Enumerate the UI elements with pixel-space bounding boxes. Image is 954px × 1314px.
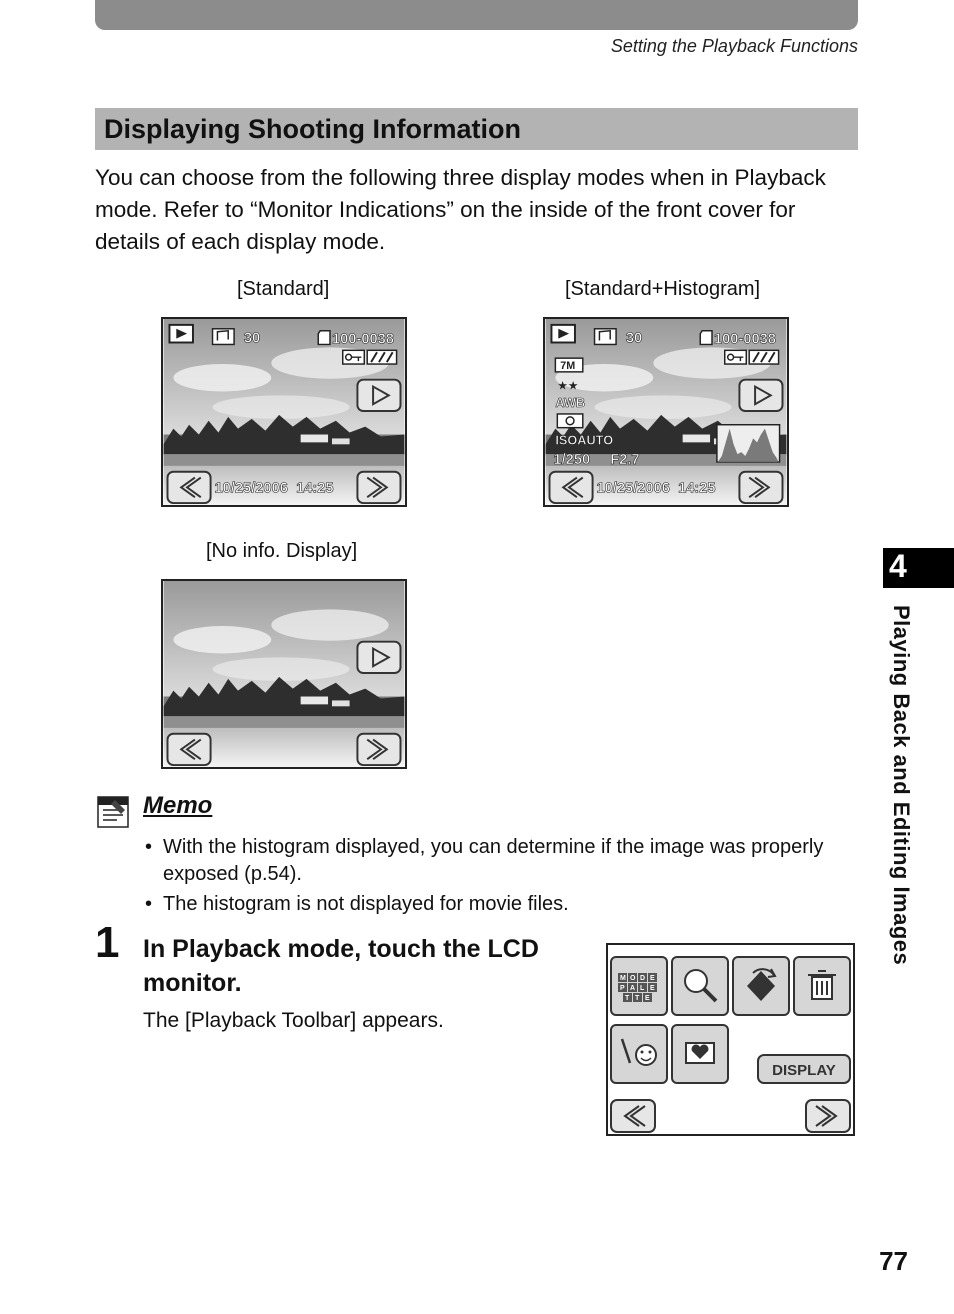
playback-mode-icon xyxy=(168,323,194,344)
datetime-text: 10/25/2006 14:25 xyxy=(214,480,333,496)
drawing-button[interactable] xyxy=(610,1024,668,1084)
memo-bullet-text: The histogram is not displayed for movie… xyxy=(163,893,569,915)
chapter-tab xyxy=(883,548,954,588)
lcd-histogram: 30 100-0038 7M ★★ AWB ISOAUTO 1/250 F2.7 xyxy=(543,317,789,507)
previous-arrow-icon xyxy=(548,470,594,505)
intro-paragraph: You can choose from the following three … xyxy=(95,165,826,254)
memo-title: Memo xyxy=(143,792,213,819)
lcd-standard: 30 100-0038 10/25/2006 14:25 xyxy=(161,317,407,507)
file-number-text: 100-0038 xyxy=(332,331,394,347)
next-arrow-icon xyxy=(805,1099,851,1133)
svg-text:E: E xyxy=(650,975,655,982)
play-button-icon xyxy=(738,378,784,413)
chapter-number: 4 xyxy=(889,548,907,584)
svg-text:A: A xyxy=(630,985,635,992)
protect-key-icon xyxy=(724,349,748,365)
aperture-text: F2.7 xyxy=(610,452,639,468)
section-title: Displaying Shooting Information xyxy=(104,114,521,144)
step-title: In Playback mode, touch the LCD monitor. xyxy=(143,935,539,997)
iso-text: ISOAUTO xyxy=(555,432,613,447)
favorite-button[interactable] xyxy=(671,1024,729,1084)
voice-memo-icon xyxy=(593,328,617,346)
svg-text:O: O xyxy=(630,975,636,982)
metering-icon xyxy=(556,413,584,429)
mode-palette-button[interactable]: M O D E P A L E T T E xyxy=(610,956,668,1016)
chapter-title: Playing Back and Editing Images xyxy=(889,605,914,966)
next-arrow-icon xyxy=(356,732,402,767)
caption-histogram: [Standard+Histogram] xyxy=(565,278,761,300)
header-bar xyxy=(95,0,858,30)
step-number: 1 xyxy=(95,918,120,967)
file-number-text: 100-0038 xyxy=(714,331,776,347)
step-description: The [Playback Toolbar] appears. xyxy=(143,1009,444,1032)
lcd-histogram-svg: 30 100-0038 7M ★★ AWB ISOAUTO 1/250 F2.7 xyxy=(545,319,787,505)
svg-text:P: P xyxy=(620,985,625,992)
caption-standard: [Standard] xyxy=(237,278,330,300)
play-button-icon xyxy=(356,640,402,675)
memory-card-icon xyxy=(317,330,331,346)
previous-arrow-icon xyxy=(166,470,212,505)
lcd-noinfo-svg xyxy=(163,581,405,767)
svg-text:D: D xyxy=(640,975,645,982)
display-button[interactable]: DISPLAY xyxy=(757,1054,851,1084)
resolution-text: 7M xyxy=(560,360,575,372)
memo-bullet-2: •The histogram is not displayed for movi… xyxy=(145,891,860,918)
caption-noinfo: [No info. Display] xyxy=(206,540,358,562)
battery-icon xyxy=(366,349,398,365)
voice-memo-icon xyxy=(211,328,235,346)
delete-button[interactable] xyxy=(793,956,851,1016)
protect-key-icon xyxy=(342,349,366,365)
playback-toolbar-screen: M O D E P A L E T T E xyxy=(606,943,855,1136)
brush-face-icon xyxy=(620,1038,657,1066)
lcd-noinfo xyxy=(161,579,407,769)
resolution-badge xyxy=(554,357,584,373)
histogram-graph xyxy=(716,423,781,463)
playback-mode-icon xyxy=(550,323,576,344)
svg-text:L: L xyxy=(640,985,645,992)
counter-text: 30 xyxy=(626,330,642,346)
svg-text:T: T xyxy=(635,995,640,1002)
heart-icon xyxy=(685,1042,715,1064)
counter-text: 30 xyxy=(244,330,260,346)
shutter-speed-text: 1/250 xyxy=(553,452,590,468)
zoom-button[interactable] xyxy=(671,956,729,1016)
previous-arrow-icon xyxy=(166,732,212,767)
next-arrow-icon xyxy=(738,470,784,505)
svg-text:E: E xyxy=(645,995,650,1002)
trash-icon xyxy=(808,970,836,1000)
display-button-label: DISPLAY xyxy=(772,1062,836,1079)
previous-arrow-icon xyxy=(610,1099,656,1133)
memo-bullet-1: •With the histogram displayed, you can d… xyxy=(145,834,860,888)
svg-text:T: T xyxy=(625,995,630,1002)
play-button-icon xyxy=(356,378,402,413)
memory-card-icon xyxy=(699,330,713,346)
memo-bullet-text: With the histogram displayed, you can de… xyxy=(163,836,824,885)
quality-stars: ★★ xyxy=(557,378,578,392)
battery-icon xyxy=(748,349,780,365)
page-number: 77 xyxy=(879,1246,908,1276)
rotate-button[interactable] xyxy=(732,956,790,1016)
lcd-standard-svg: 30 100-0038 10/25/2006 14:25 xyxy=(163,319,405,505)
datetime-text: 10/25/2006 14:25 xyxy=(596,480,715,496)
svg-text:M: M xyxy=(620,975,626,982)
svg-text:E: E xyxy=(650,985,655,992)
next-arrow-icon xyxy=(356,470,402,505)
section-bar xyxy=(95,108,858,150)
magnifier-icon xyxy=(684,969,718,1003)
memo-icon xyxy=(97,796,129,828)
running-head: Setting the Playback Functions xyxy=(610,36,858,56)
rotate-icon xyxy=(747,968,777,1001)
white-balance-text: AWB xyxy=(555,395,585,410)
